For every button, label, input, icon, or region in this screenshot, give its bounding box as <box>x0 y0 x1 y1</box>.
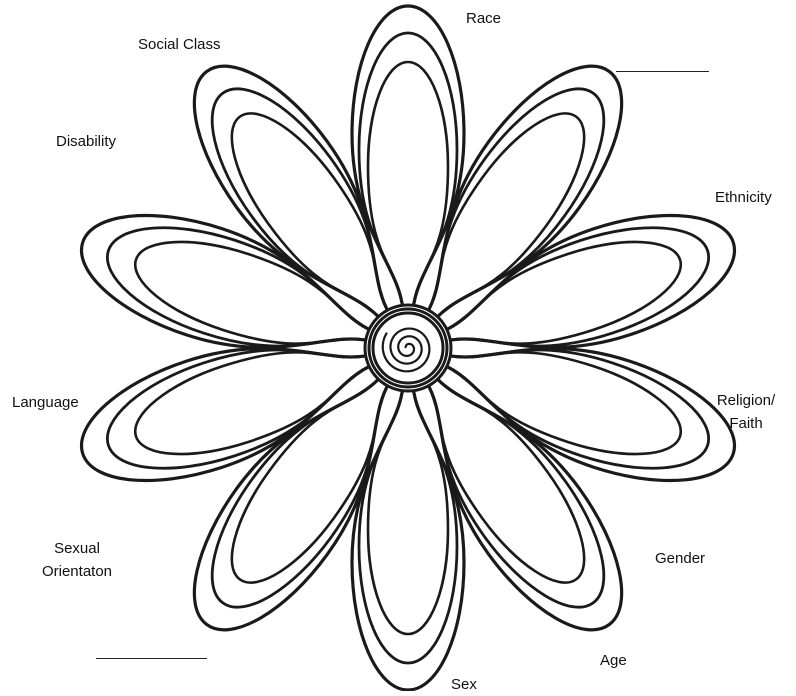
petal-social-class-outline-3 <box>208 93 418 341</box>
petal-race-outline-3 <box>368 62 448 310</box>
petal-sexual-orientation-outline-2 <box>183 350 425 632</box>
petal-disability-outline-1 <box>65 189 389 389</box>
label-sexual-orientation-line1: Sexual <box>34 537 120 560</box>
petal-social-class <box>162 38 431 350</box>
label-sexual-orientation: Sexual Orientaton <box>34 537 120 583</box>
label-race: Race <box>466 7 501 30</box>
petal-age-outline-2 <box>391 350 633 632</box>
petal-ethnicity <box>385 38 654 350</box>
petal-sexual-orientation <box>162 346 431 658</box>
petal-gender <box>427 306 751 506</box>
petal-age <box>385 346 654 658</box>
label-age: Age <box>600 649 627 672</box>
petal-sexual-orientation-outline-1 <box>162 346 431 658</box>
petal-language-outline-1 <box>65 306 389 506</box>
blank-bottom-left[interactable] <box>96 658 207 659</box>
petal-social-class-outline-1 <box>162 38 431 350</box>
petal-ethnicity-outline-1 <box>385 38 654 350</box>
petal-sex-outline-3 <box>368 386 448 634</box>
label-religion-faith: Religion/ Faith <box>711 389 781 435</box>
petal-disability <box>65 189 389 389</box>
petal-language <box>65 306 389 506</box>
petal-age-outline-1 <box>385 346 654 658</box>
petal-religion-faith <box>427 189 751 389</box>
label-sex: Sex <box>451 673 477 696</box>
center-spiral <box>365 305 451 391</box>
petal-religion-faith-outline-1 <box>427 189 751 389</box>
label-religion-line2: Faith <box>711 412 781 435</box>
label-language: Language <box>12 391 79 414</box>
petal-race <box>352 6 464 310</box>
petal-ethnicity-outline-3 <box>398 93 608 341</box>
petal-sexual-orientation-outline-3 <box>208 355 418 603</box>
petal-gender-outline-1 <box>427 306 751 506</box>
blank-top-right[interactable] <box>616 71 709 72</box>
petal-race-outline-2 <box>359 33 457 310</box>
petal-ethnicity-outline-2 <box>391 64 633 346</box>
label-ethnicity: Ethnicity <box>715 186 772 209</box>
petal-social-class-outline-2 <box>183 64 425 346</box>
label-religion-line1: Religion/ <box>711 389 781 412</box>
label-gender: Gender <box>655 547 705 570</box>
petal-sex-outline-2 <box>359 386 457 663</box>
label-disability: Disability <box>56 130 116 153</box>
petal-sex <box>352 386 464 690</box>
label-social-class: Social Class <box>138 33 221 56</box>
label-sexual-orientation-line2: Orientaton <box>34 560 120 583</box>
petal-age-outline-3 <box>398 355 608 603</box>
